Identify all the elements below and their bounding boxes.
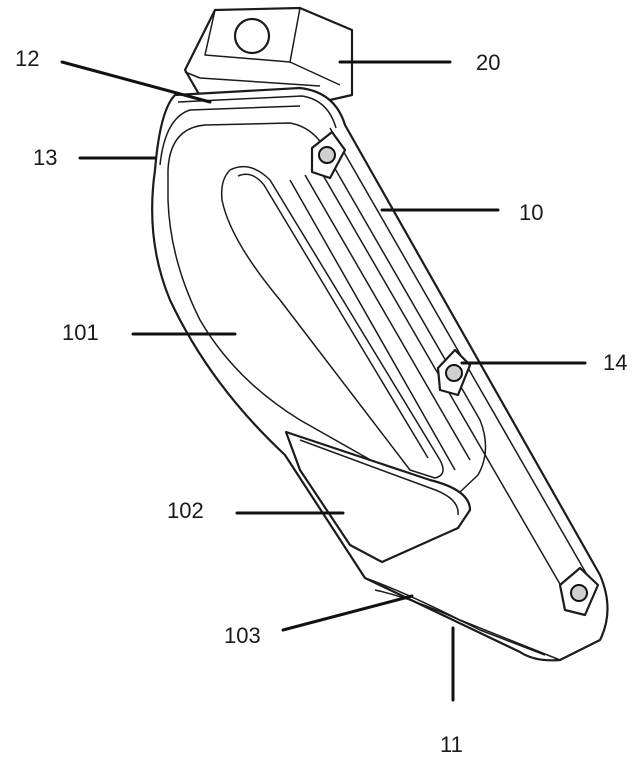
screw-middle [436,348,472,397]
label-103: 103 [224,623,261,648]
label-101: 101 [62,320,99,345]
label-14: 14 [603,350,627,375]
label-12: 12 [15,46,39,71]
sensor-window-102 [284,430,472,564]
leader-103 [281,594,414,632]
label-102: 102 [167,498,204,523]
label-10: 10 [519,200,543,225]
reference-numerals: 12 20 13 10 101 14 102 103 11 [15,46,627,757]
lens-101 [220,165,444,479]
label-13: 13 [33,145,57,170]
leader-lines [60,60,587,702]
connector-20 [183,6,354,102]
housing-body [151,86,609,662]
leader-12 [60,60,212,104]
screw-top [310,130,347,180]
screw-bottom [558,566,600,617]
label-11: 11 [440,732,463,757]
label-20: 20 [476,50,500,75]
